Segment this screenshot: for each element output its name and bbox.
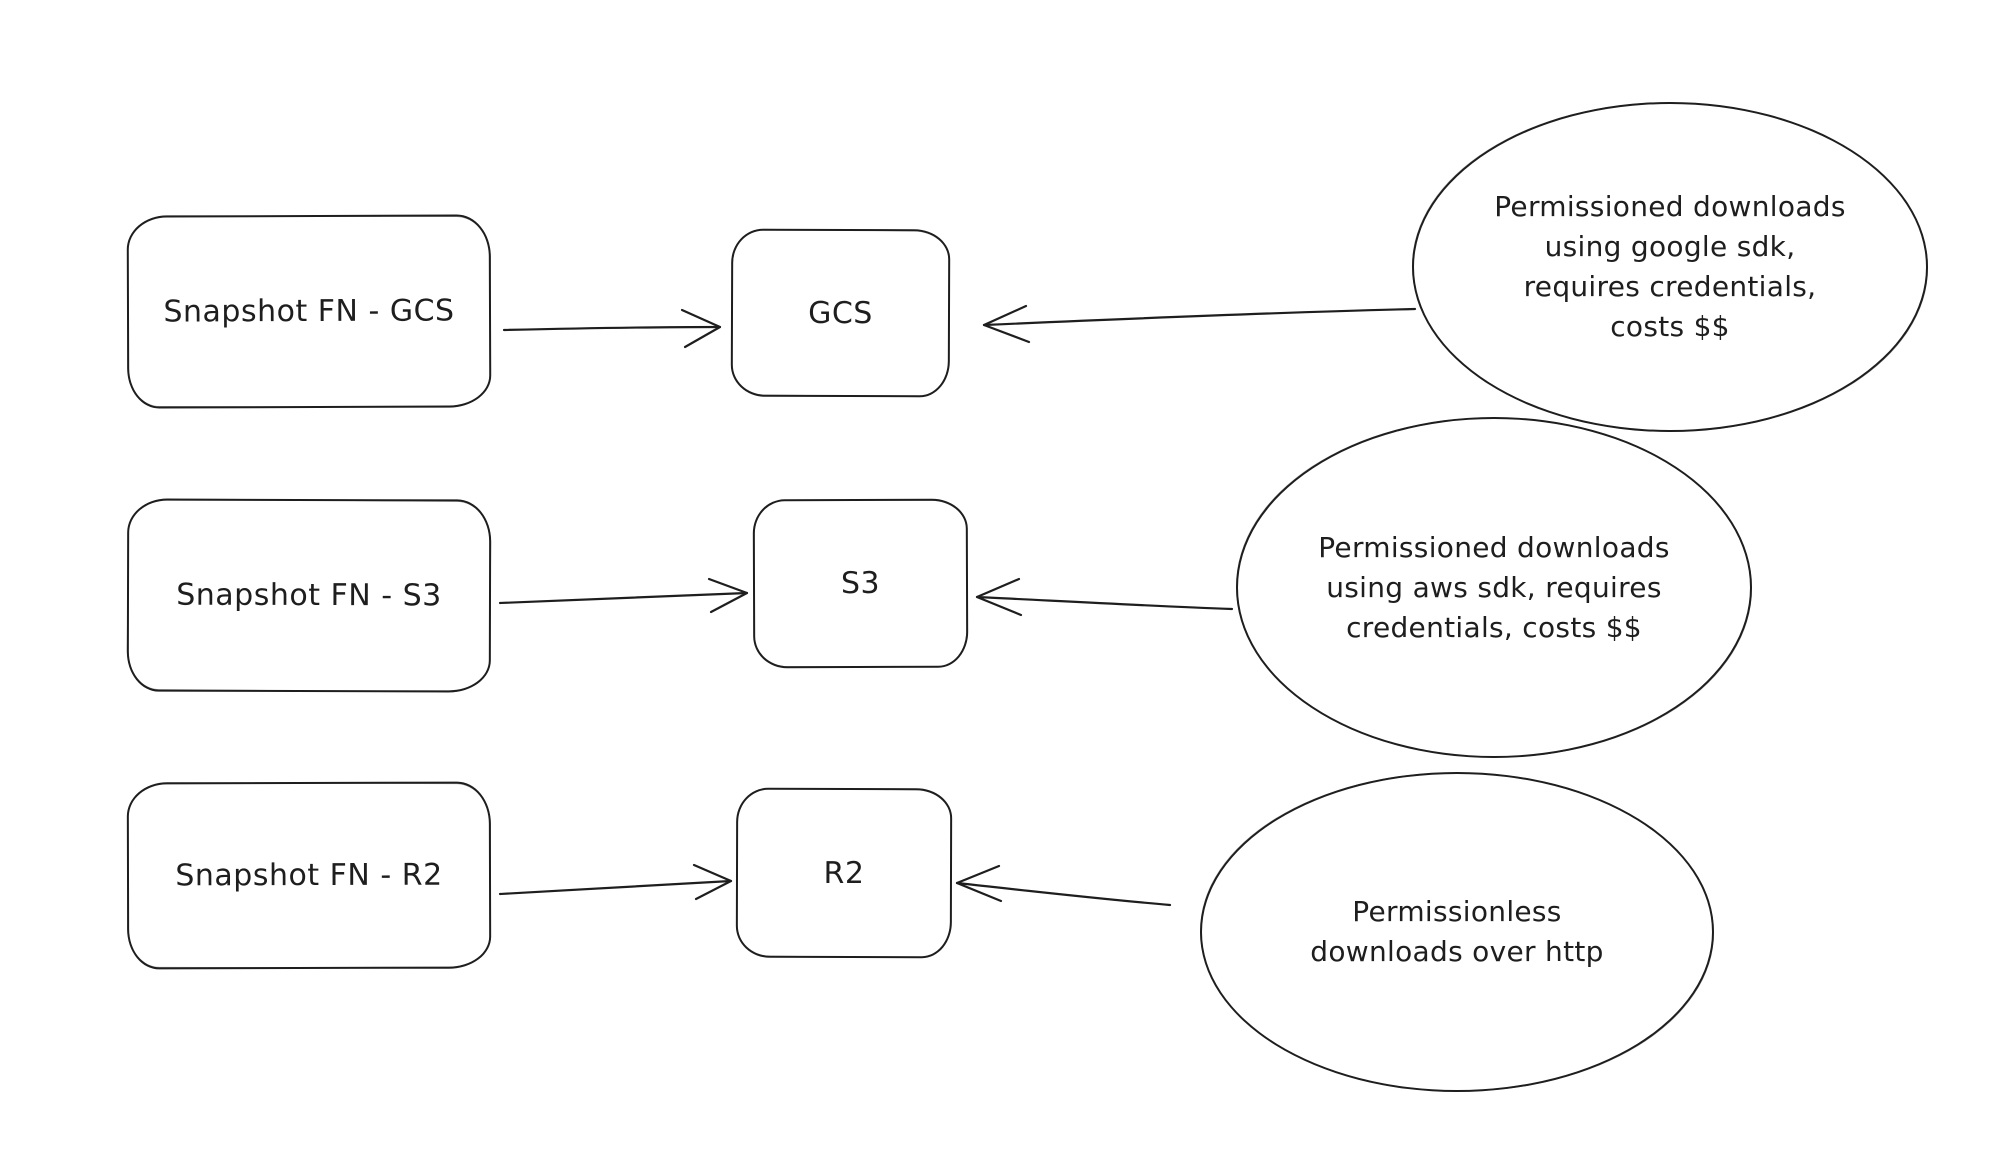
arrow-note-gcs-to-gcs	[982, 304, 1417, 344]
gcs-storage-label: GCS	[808, 295, 873, 331]
arrow-note-r2-to-r2	[955, 864, 1172, 907]
r2-storage-node: R2	[735, 787, 953, 959]
s3-note-text: Permissioned downloads using aws sdk, re…	[1318, 530, 1670, 644]
gcs-note-ellipse: Permissioned downloads using google sdk,…	[1412, 102, 1928, 432]
s3-storage-node: S3	[752, 498, 969, 669]
snapshot-fn-s3-node: Snapshot FN - S3	[126, 498, 492, 693]
snapshot-fn-gcs-label: Snapshot FN - GCS	[163, 293, 455, 330]
snapshot-fn-r2-node: Snapshot FN - R2	[126, 781, 492, 970]
arrow-snapshot-r2-to-r2	[498, 863, 733, 901]
arrow-snapshot-gcs-to-gcs	[502, 308, 722, 349]
r2-note-text: Permissionless downloads over http	[1310, 895, 1604, 968]
s3-note-ellipse: Permissioned downloads using aws sdk, re…	[1236, 417, 1752, 758]
snapshot-fn-gcs-node: Snapshot FN - GCS	[126, 214, 492, 409]
gcs-storage-node: GCS	[730, 228, 951, 398]
gcs-note-text: Permissioned downloads using google sdk,…	[1494, 190, 1846, 343]
r2-storage-label: R2	[823, 855, 865, 891]
arrow-note-s3-to-s3	[975, 577, 1234, 617]
snapshot-fn-s3-label: Snapshot FN - S3	[176, 577, 442, 614]
r2-note-ellipse: Permissionless downloads over http	[1200, 772, 1714, 1092]
arrow-snapshot-s3-to-s3	[498, 577, 749, 614]
s3-storage-label: S3	[840, 565, 881, 602]
snapshot-fn-r2-label: Snapshot FN - R2	[175, 857, 443, 894]
